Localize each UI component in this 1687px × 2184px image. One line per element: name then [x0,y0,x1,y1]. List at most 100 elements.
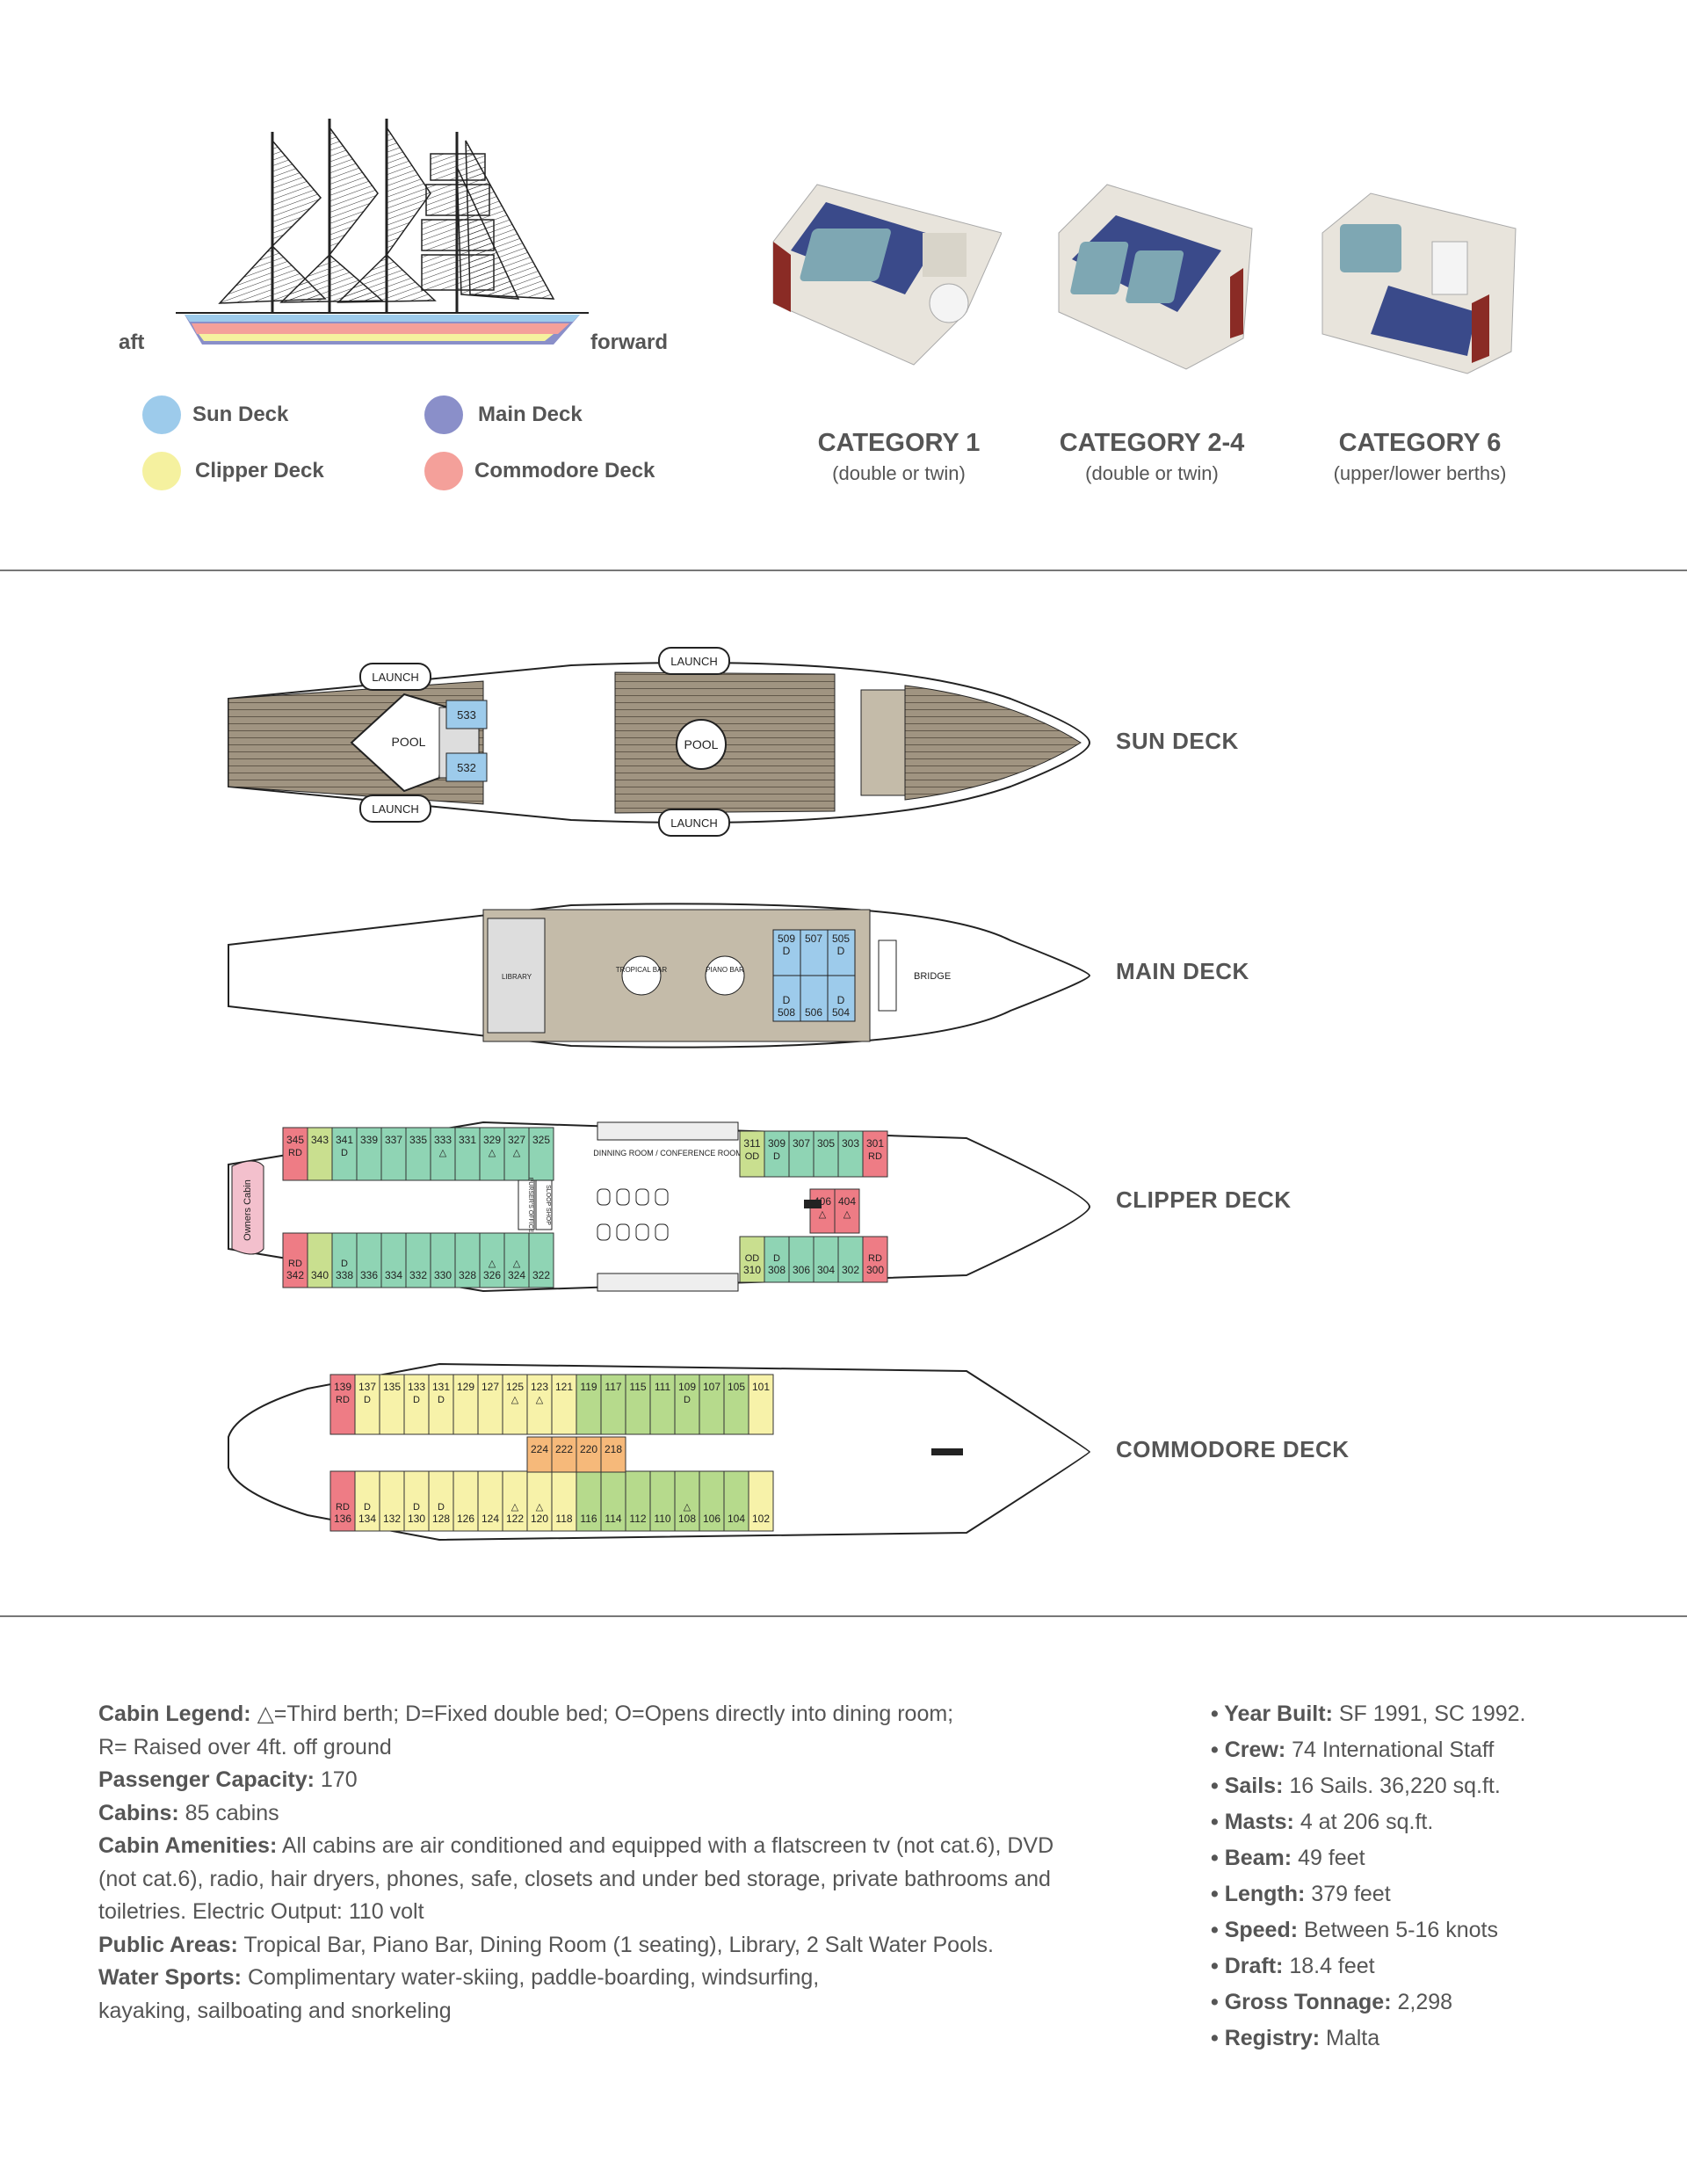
cabin-135 [379,1374,405,1435]
clipper-deck-plan: Owners Cabin DINNING ROOM / CONFERENCE R… [228,1121,1091,1293]
launch-3-label: LAUNCH [670,655,717,668]
main-deck-swatch [424,395,463,434]
cabin-136 [329,1470,356,1532]
cabin-101-label: 101 [752,1381,770,1393]
legend-main-deck: Main Deck [478,403,583,426]
spec-row: • Gross Tonnage: 2,298 [1211,1984,1668,2021]
hull-commodore-band [192,323,569,334]
spec-label: • Masts: [1211,1810,1294,1834]
sun-deck-plan: 533 532 POOL POOL LAUNCH LAUNCH LAUNCH L… [228,647,1091,837]
cabin-506-label: 506 [805,1006,822,1019]
cabin-139 [329,1374,356,1435]
cabin-533 [445,700,488,729]
category-6-cabin-illustration [1321,192,1517,374]
cabin-137 [354,1374,380,1435]
cabin-101 [748,1374,774,1435]
cabin-122-label: 122 [506,1513,524,1525]
cabin-134-label: 134 [358,1513,376,1525]
category-6-title: CATEGORY 6 [1338,429,1502,457]
category-1-cabin-illustration [772,184,1002,366]
cabin-106-label: 106 [703,1513,720,1525]
pursers-office-label: PURSER'S OFFICE [527,1178,533,1233]
cabin-335-label: 335 [409,1134,427,1146]
cabin-327-label: 327 [508,1134,525,1146]
cabin-222 [551,1436,577,1473]
cabin-117 [600,1374,626,1435]
sun-deck-swatch [142,395,181,434]
cabin-331 [454,1127,481,1181]
cabin-114-label: 114 [605,1513,621,1525]
cabin-509 [772,929,801,976]
dining-table [655,1188,669,1206]
cabin-310-type: OD [745,1253,760,1264]
spec-value: 16 Sails. 36,220 sq.ft. [1283,1774,1501,1798]
cabin-123 [526,1374,553,1435]
cabin-308-label: 308 [768,1264,786,1276]
cabin-324-type: △ [513,1259,521,1269]
cabin-137-type: D [364,1395,371,1405]
cabin-128-type: D [438,1502,445,1513]
cabin-134-type: D [364,1502,371,1513]
cabin-330-label: 330 [434,1269,452,1281]
spec-value: 4 at 206 sq.ft. [1293,1810,1434,1834]
cabin-533-label: 533 [457,708,476,722]
cabin-336-label: 336 [360,1269,378,1281]
cabin-335 [405,1127,431,1181]
ship-specs-list: • Year Built: SF 1991, SC 1992.• Crew: 7… [1211,1696,1668,2057]
cabin-340 [307,1232,333,1288]
dining-table [616,1188,630,1206]
cabin-508-type: D [783,994,791,1006]
cabin-121-label: 121 [555,1381,573,1393]
cabin-309-type: D [773,1151,780,1162]
cabin-124 [477,1470,503,1532]
cabin-507 [800,929,829,976]
cabin-104-label: 104 [728,1513,745,1525]
bridge-label: BRIDGE [914,971,951,982]
cabin-121 [551,1374,577,1435]
category-2-4-subtitle: (double or twin) [1085,462,1219,484]
spec-row: • Year Built: SF 1991, SC 1992. [1211,1696,1668,1732]
cabin-324 [503,1232,530,1288]
cabin-509-label: 509 [778,932,795,945]
cabin-amenities-value-2: (not cat.6), radio, hair dryers, phones,… [98,1866,1051,1891]
cabin-342 [282,1232,308,1288]
cabin-amenities-label: Cabin Amenities: [98,1833,278,1858]
cabin-327 [503,1127,530,1181]
spec-row: • Sails: 16 Sails. 36,220 sq.ft. [1211,1768,1668,1804]
cabin-328-label: 328 [459,1269,476,1281]
cabin-122-type: △ [511,1502,519,1513]
cabin-325 [528,1127,554,1181]
cabin-301 [862,1130,888,1178]
cabin-333-label: 333 [434,1134,452,1146]
cabin-329-type: △ [489,1148,496,1158]
cabin-132-label: 132 [383,1513,401,1525]
cabin-110 [649,1470,676,1532]
dining-room-label: DINNING ROOM / CONFERENCE ROOM [593,1149,742,1157]
spec-row: • Length: 379 feet [1211,1876,1668,1912]
cabin-130 [403,1470,430,1532]
cabin-131-label: 131 [432,1381,450,1393]
cabin-326-label: 326 [483,1269,501,1281]
spec-value: 74 International Staff [1285,1738,1495,1762]
dining-table [597,1223,611,1241]
cabin-306 [788,1236,815,1283]
cabin-104 [723,1470,749,1532]
cabin-118-label: 118 [555,1513,572,1525]
cabin-137-label: 137 [358,1381,376,1393]
cabin-324-label: 324 [508,1269,525,1281]
cabin-300-type: RD [868,1253,882,1264]
cabin-139-type: RD [336,1395,350,1405]
cabins-label: Cabins: [98,1800,179,1825]
spec-value: Malta [1320,2026,1380,2050]
spec-row: • Crew: 74 International Staff [1211,1732,1668,1768]
cabin-311-label: 311 [743,1137,760,1150]
cabin-130-type: D [413,1502,420,1513]
cabin-338 [331,1232,358,1288]
launch-2-label: LAUNCH [372,802,418,816]
cabin-532 [445,752,488,782]
cabin-336 [356,1232,382,1288]
spec-value: 2,298 [1391,1990,1453,2014]
divider-bottom [0,1615,1687,1617]
owners-cabin [231,1160,264,1255]
public-areas-value: Tropical Bar, Piano Bar, Dining Room (1 … [243,1932,994,1957]
